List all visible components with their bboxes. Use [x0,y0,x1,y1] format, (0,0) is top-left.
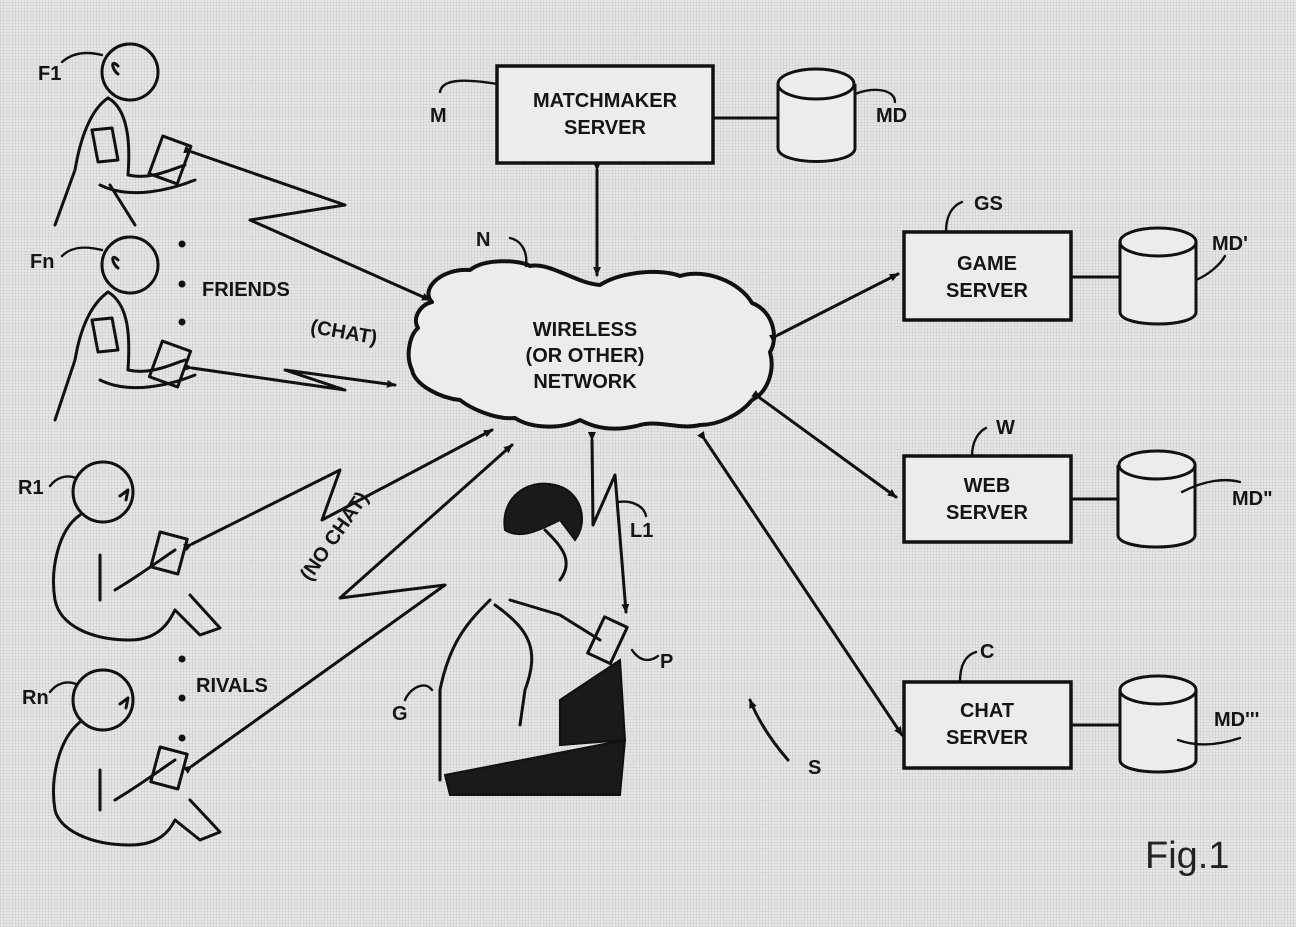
friend-fn: Fn [30,235,397,422]
web-db-ref-leader [1180,478,1242,494]
network-ref-leader [508,236,528,268]
rival-rn-ref-leader [48,681,78,694]
chat-server-ref: C [980,641,994,663]
no-chat-link-label: (NO CHAT) [296,488,373,585]
chat-server-label-2: SERVER [946,727,1028,749]
web-server-box [902,454,1073,544]
web-database-icon [1116,449,1197,549]
chat-server-network-link [697,431,904,737]
rival-r1-figure [52,460,222,642]
chat-server-label-1: CHAT [960,700,1014,722]
ellipsis-dot [178,734,186,742]
game-server: GAME SERVER GS MD' [769,193,1248,343]
game-database-icon [1118,226,1198,326]
game-server-ref: GS [974,193,1003,215]
matchmaker-ref-leader [438,79,499,94]
network-label-line-2: (OR OTHER) [526,345,645,367]
friend-fn-network-link [183,362,397,392]
web-server-ref: W [996,417,1015,439]
rival-rn-figure [52,668,222,847]
web-server-ref-leader [970,426,988,458]
game-server-label-2: SERVER [946,280,1028,302]
link-ref-leader [616,500,648,518]
game-server-box [902,230,1073,322]
chat-server: CHAT SERVER C MD''' [697,431,1259,774]
system-ref-arrow [748,698,790,762]
ellipsis-dot [178,694,186,702]
friends-group: FRIENDS (CHAT) [178,240,379,349]
friend-fn-ref-leader [60,246,104,258]
rival-rn-ref: Rn [22,687,49,709]
rival-rn: Rn [22,443,514,847]
matchmaker-server: MATCHMAKER SERVER M MD [430,64,907,277]
chat-db-ref-leader [1176,736,1242,746]
main-player-ref: G [392,703,408,725]
rival-r1-ref: R1 [18,477,44,499]
game-db-ref-leader [1194,254,1227,282]
matchmaker-server-label-1: MATCHMAKER [533,90,678,112]
game-db-ref: MD' [1212,233,1248,255]
rival-rn-network-link [183,443,514,774]
system-ref-group: S [748,698,821,779]
system-ref: S [808,757,821,779]
link-ref: L1 [630,520,653,542]
friend-f1-figure [53,42,197,227]
chat-server-ref-leader [958,650,978,684]
network-cloud: WIRELESS (OR OTHER) NETWORK N [406,229,776,431]
chat-db-ref: MD''' [1214,709,1259,731]
matchmaker-db-ref: MD [876,105,907,127]
web-server-label-1: WEB [964,475,1011,497]
chat-link-label: (CHAT) [309,316,379,349]
friend-f1: F1 [38,42,432,302]
device-ref-leader [630,648,660,662]
matchmaker-server-box [495,64,715,165]
web-server-network-link [751,390,898,499]
rival-r1-ref-leader [48,475,78,488]
ellipsis-dot [178,280,186,288]
figure-label: Fig.1 [1145,835,1229,877]
network-label-line-3: NETWORK [533,371,637,393]
main-player-network-link [587,431,630,614]
rival-r1: R1 [18,428,494,642]
friend-f1-ref-leader [60,51,104,64]
friend-fn-figure [53,235,197,422]
friend-fn-ref: Fn [30,251,54,273]
rivals-group-label: RIVALS [196,675,268,697]
network-label-line-1: WIRELESS [533,319,637,341]
main-player-figure [438,482,629,796]
network-ref: N [476,229,490,251]
handheld-device-icon [586,615,629,666]
ellipsis-dot [178,318,186,326]
matchmaker-database-icon [776,67,857,163]
game-server-ref-leader [944,200,964,234]
matchmaker-ref: M [430,105,447,127]
main-player-ref-leader [403,684,434,702]
matchmaker-db-ref-leader [853,88,897,104]
web-db-ref: MD" [1232,488,1273,510]
friends-group-label: FRIENDS [202,279,290,301]
web-server: WEB SERVER W MD" [751,390,1273,549]
device-ref: P [660,651,673,673]
ellipsis-dot [178,240,186,248]
main-player: G P L1 [392,431,673,796]
friend-f1-network-link [183,145,432,302]
game-server-network-link [769,272,900,343]
game-server-label-1: GAME [957,253,1017,275]
ellipsis-dot [178,655,186,663]
matchmaker-server-label-2: SERVER [564,117,646,139]
chat-database-icon [1118,674,1198,774]
web-server-label-2: SERVER [946,502,1028,524]
friend-f1-ref: F1 [38,63,61,85]
chat-server-box [902,680,1073,770]
